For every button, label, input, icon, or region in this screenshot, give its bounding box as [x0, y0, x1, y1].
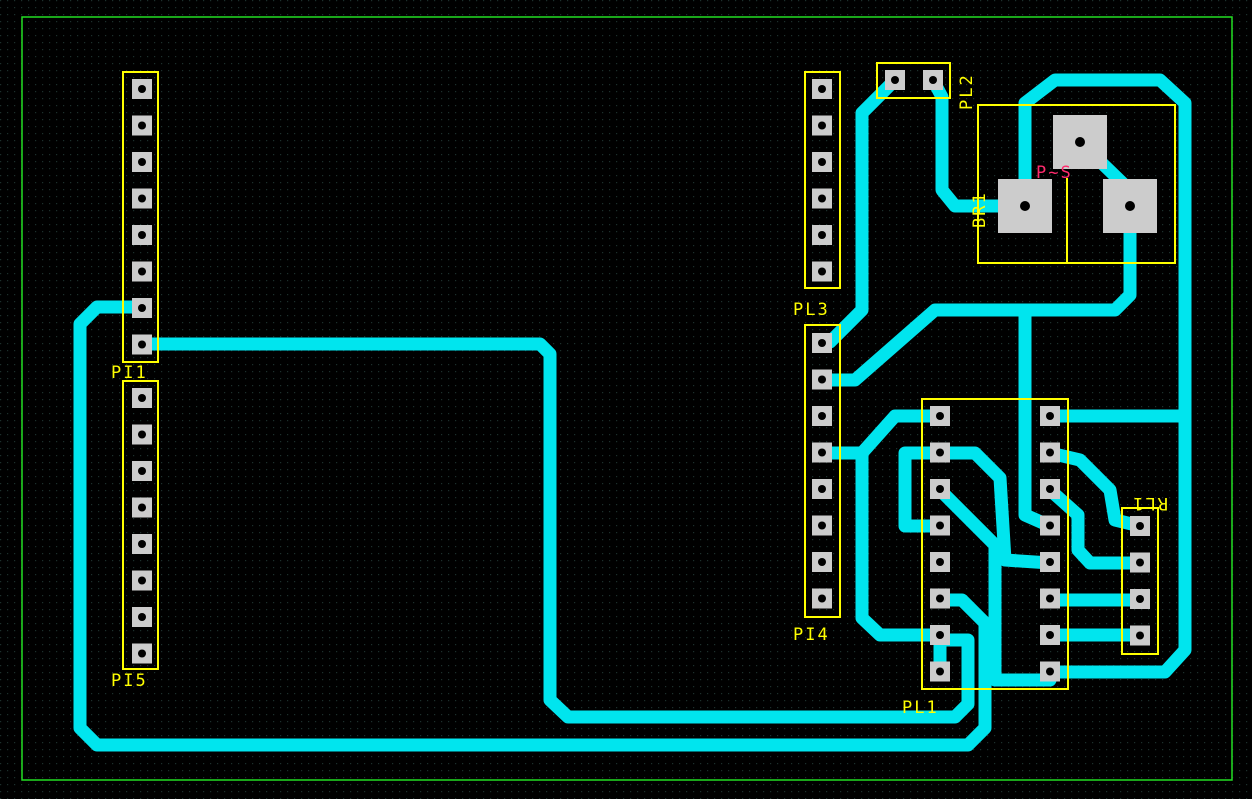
pl4-outline: [804, 324, 841, 618]
rl1-label: RL1: [1131, 493, 1168, 513]
pi5-pad-hole: [138, 430, 146, 439]
pl1-pad-hole: [1046, 594, 1054, 603]
pi5-outline: [122, 380, 159, 670]
track-pl4-pl1: [815, 409, 947, 460]
pi1-pad-hole: [138, 85, 146, 93]
pl3-pad-hole: [818, 85, 826, 93]
pl1-pad-hole: [936, 521, 944, 530]
pl1-pad-hole: [936, 594, 944, 603]
pl4-pad-hole: [818, 412, 826, 420]
pl4-pad-hole: [818, 521, 826, 530]
pi5-pad-hole: [138, 649, 146, 658]
pi5-pad-hole: [138, 576, 146, 585]
pl1-pad-hole: [936, 558, 944, 566]
pl4-label: PI4: [793, 625, 830, 645]
pl1-pad-hole: [936, 485, 944, 493]
pl4-pad-hole: [818, 448, 826, 457]
pi1-outline: [122, 71, 159, 363]
pl4-pad-hole: [818, 594, 826, 603]
pl1-outline: [921, 398, 1069, 690]
pl4-pad-hole: [818, 485, 826, 493]
br1-sublabel: P~S: [1036, 163, 1073, 183]
pl1-pad-hole: [1046, 485, 1054, 493]
track-pi1-pl1-b: [135, 337, 975, 724]
br1-pad-hole: [1020, 201, 1030, 211]
track-pi1-pl1: [73, 300, 992, 752]
pl3-outline: [804, 71, 841, 289]
pl1-pad-hole: [936, 667, 944, 676]
pl4-pad-hole: [818, 558, 826, 566]
pl3-label: PL3: [793, 300, 830, 320]
silkscreen: [122, 62, 1176, 690]
pl3-pad-hole: [818, 194, 826, 203]
pi1-pad-hole: [138, 304, 146, 312]
pl2-pad-hole: [929, 76, 937, 84]
pi1-pad-hole: [138, 158, 146, 166]
pl3-pad-hole: [818, 267, 826, 276]
br1-pad-hole: [1075, 137, 1085, 147]
pi1-pad-hole: [138, 194, 146, 203]
pl4-pad-hole: [818, 375, 826, 384]
pl3-pad-hole: [818, 158, 826, 166]
track-pl1-rl1-c: [1043, 446, 1147, 533]
pl1-pad-hole: [936, 412, 944, 420]
pi1-pad-hole: [138, 231, 146, 239]
labels: PL1 PL3 PI4 PI1 PI5 PL2 RL1 BR1 P~S: [111, 73, 1168, 718]
pi5-pad-hole: [138, 613, 146, 621]
rl1-pad-hole: [1136, 595, 1144, 603]
pi5-pad-hole: [138, 467, 146, 475]
pi5-pad-hole: [138, 503, 146, 512]
rl1-pad-hole: [1136, 558, 1144, 567]
pi1-pad-hole: [138, 121, 146, 130]
pl1-pad-hole: [936, 631, 944, 639]
pi5-label: PI5: [111, 671, 148, 691]
br1-pad-hole: [1125, 201, 1135, 211]
board-outline: [21, 16, 1233, 781]
pi1-pad-hole: [138, 267, 146, 276]
pl2-outline: [876, 62, 951, 99]
pl2-pad-hole: [891, 76, 899, 84]
pl1-pad-hole: [1046, 521, 1054, 530]
pi5-pad-hole: [138, 394, 146, 402]
track-pl4-pl1-b: [855, 446, 947, 642]
pi5-pad-hole: [138, 540, 146, 548]
br1-label: BR1: [970, 191, 990, 228]
br1-outline: [977, 104, 1176, 264]
rl1-pad-hole: [1136, 631, 1144, 640]
pl4-pad-hole: [818, 339, 826, 347]
pl2-label: PL2: [957, 73, 977, 110]
pl1-pad-hole: [1046, 667, 1054, 676]
track-pl1-rl1-a: [933, 446, 1057, 570]
pi1-pad-hole: [138, 340, 146, 349]
pl1-pad-hole: [1046, 412, 1054, 420]
pl1-label: PL1: [902, 698, 939, 718]
pl1-pad-hole: [1046, 631, 1054, 639]
track-br1-top: [1018, 73, 1192, 679]
pl1-pad-hole: [1046, 448, 1054, 457]
pl3-pad-hole: [818, 231, 826, 239]
rl1-pad-hole: [1136, 522, 1144, 530]
track-pl1-rl1-b: [933, 483, 1057, 687]
pi1-label: PI1: [111, 363, 148, 383]
pl1-pad-hole: [936, 448, 944, 457]
pads: [132, 70, 1157, 682]
pl3-pad-hole: [818, 121, 826, 130]
pl1-pad-hole: [1046, 558, 1054, 566]
rl1-outline: [1121, 507, 1159, 655]
